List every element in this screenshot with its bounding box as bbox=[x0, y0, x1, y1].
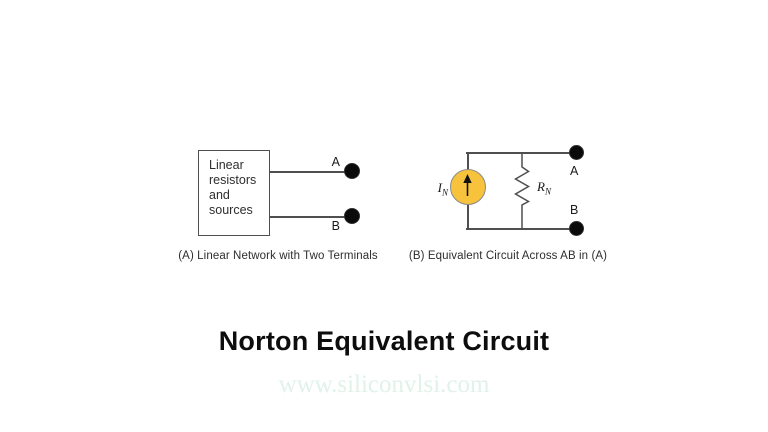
current-source-label: IN bbox=[422, 180, 448, 198]
resistor-label: RN bbox=[537, 179, 551, 197]
current-source bbox=[450, 169, 486, 205]
current-arrow-icon bbox=[463, 174, 472, 196]
caption-diagram-b: (B) Equivalent Circuit Across AB in (A) bbox=[408, 250, 608, 262]
terminal-a-dot-right bbox=[569, 145, 584, 160]
current-source-letter: I bbox=[437, 180, 442, 195]
wire-a-left bbox=[269, 171, 345, 173]
wire-b-left bbox=[269, 216, 345, 218]
terminal-a-dot-left bbox=[344, 163, 360, 179]
source-wire-bottom-stub bbox=[467, 204, 469, 229]
terminal-b-dot-right bbox=[569, 221, 584, 236]
linear-network-box: Linear resistors and sources bbox=[198, 150, 270, 236]
watermark: www.siliconvlsi.com bbox=[278, 371, 490, 398]
source-wire-top-stub bbox=[467, 152, 469, 171]
terminal-a-label-right: A bbox=[570, 164, 579, 178]
resistor-subscript: N bbox=[544, 186, 551, 197]
resistor-letter: R bbox=[537, 179, 545, 194]
current-source-subscript: N bbox=[441, 187, 448, 198]
resistor-icon bbox=[513, 152, 531, 230]
linear-network-box-text: Linear resistors and sources bbox=[209, 158, 257, 217]
terminal-b-dot-left bbox=[344, 208, 360, 224]
caption-diagram-a: (A) Linear Network with Two Terminals bbox=[178, 250, 378, 262]
terminal-b-label-right: B bbox=[570, 203, 579, 217]
terminal-b-label-left: B bbox=[331, 219, 340, 233]
terminal-a-label-left: A bbox=[331, 155, 340, 169]
page-title: Norton Equivalent Circuit bbox=[218, 326, 550, 356]
